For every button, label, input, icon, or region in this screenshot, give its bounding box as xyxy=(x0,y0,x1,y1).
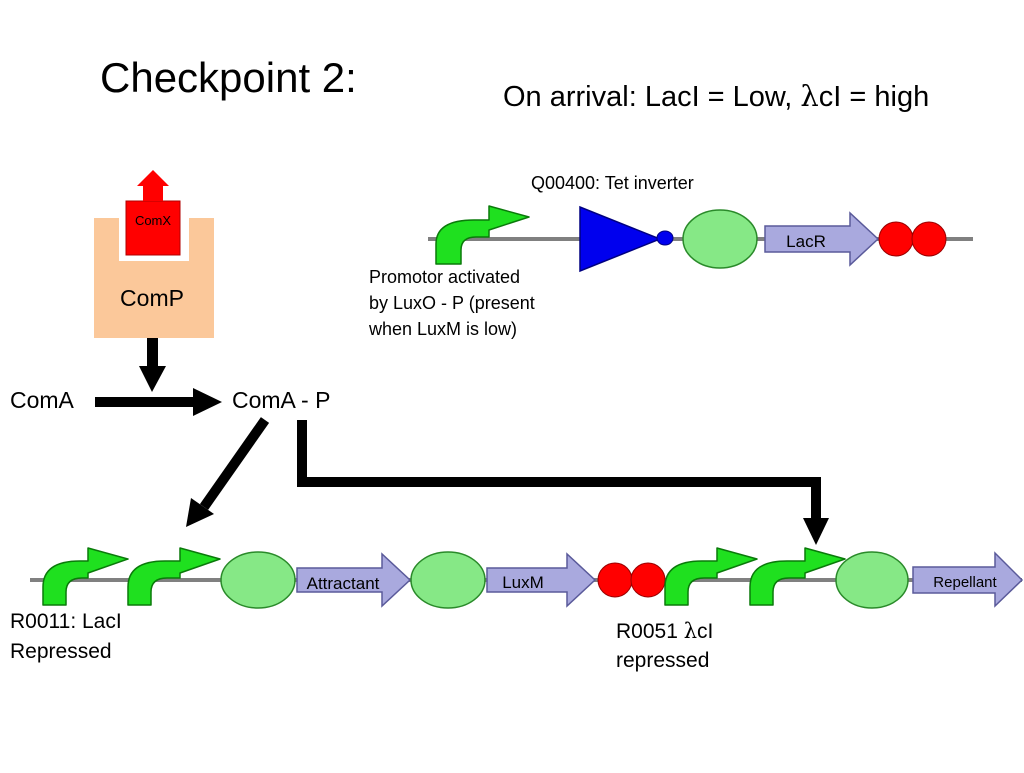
bottom-rbs-2 xyxy=(410,551,486,609)
r0051-label: R0051 λcI repressed xyxy=(616,619,719,672)
lacr-gene-label: LacR xyxy=(786,232,826,251)
promoter-note-line2: by LuxO - P (present xyxy=(369,293,535,313)
top-rbs xyxy=(682,209,758,269)
comp-receptor: ComP xyxy=(94,218,214,338)
arrival-condition: On arrival: LacI = Low, λcI = high xyxy=(503,79,929,113)
comp-shape xyxy=(94,218,214,338)
attractant-gene-label: Attractant xyxy=(307,574,380,593)
bottom-promoter-2 xyxy=(127,547,221,606)
tet-inverter-title: Q00400: Tet inverter xyxy=(531,173,694,193)
r0051-suffix: cI xyxy=(697,620,713,643)
bottom-rbs-3 xyxy=(835,551,909,609)
arrival-suffix: cI = high xyxy=(819,81,929,113)
lacr-gene xyxy=(764,211,880,267)
comx-up-arrow xyxy=(137,170,169,201)
bottom-promoter-4 xyxy=(749,547,846,606)
bottom-terminator-2 xyxy=(630,562,666,598)
comp-down-arrow-shaft xyxy=(147,338,158,368)
activation-arrow-elbow xyxy=(297,420,821,520)
r0051-prefix: R0051 xyxy=(616,620,684,643)
repellant-gene xyxy=(912,551,1024,608)
comp-label: ComP xyxy=(120,285,184,311)
r0051-lambda: λ xyxy=(684,619,697,643)
slide-title: Checkpoint 2: xyxy=(100,54,357,101)
inverter-bubble xyxy=(656,230,674,246)
top-promoter-arrow xyxy=(435,205,530,265)
promoter-note-line3: when LuxM is low) xyxy=(368,319,517,339)
arrival-lambda: λ xyxy=(800,79,818,113)
comp-down-arrow-head xyxy=(139,366,166,392)
phosphorylation-arrow-head xyxy=(193,388,222,416)
activation-arrow-diagonal-head xyxy=(186,498,214,527)
promoter-note: Promotor activated by LuxO - P (present … xyxy=(368,267,540,339)
coma-label: ComA xyxy=(10,387,75,413)
comx-signal: ComX xyxy=(125,170,181,256)
bottom-promoter-3 xyxy=(664,547,758,606)
inverter-triangle xyxy=(579,205,663,273)
repellant-gene-label: Repellant xyxy=(933,574,997,591)
activation-arrow-diagonal xyxy=(199,417,270,510)
luxm-gene-label: LuxM xyxy=(502,573,544,592)
attractant-gene xyxy=(296,552,412,608)
arrival-prefix: On arrival: LacI = Low, xyxy=(503,81,800,113)
bottom-promoter-1 xyxy=(42,547,129,606)
phosphorylation-arrow-shaft xyxy=(95,397,195,407)
top-terminator-2 xyxy=(911,221,947,257)
top-terminator-1 xyxy=(878,221,914,257)
r0011-label-line2: Repressed xyxy=(10,640,112,663)
comx-label: ComX xyxy=(135,213,171,228)
r0051-label-line1: R0051 λcI xyxy=(616,619,713,643)
bottom-rbs-1 xyxy=(220,551,296,609)
comx-block xyxy=(125,200,181,256)
r0011-label: R0011: LacI Repressed xyxy=(10,610,128,663)
activation-arrow-elbow-head xyxy=(803,518,829,545)
r0011-label-line1: R0011: LacI xyxy=(10,610,122,633)
coma-p-label: ComA - P xyxy=(232,387,330,413)
promoter-note-line1: Promotor activated xyxy=(369,267,520,287)
luxm-gene xyxy=(486,552,597,608)
r0051-label-line2: repressed xyxy=(616,649,709,672)
bottom-terminator-1 xyxy=(597,562,633,598)
